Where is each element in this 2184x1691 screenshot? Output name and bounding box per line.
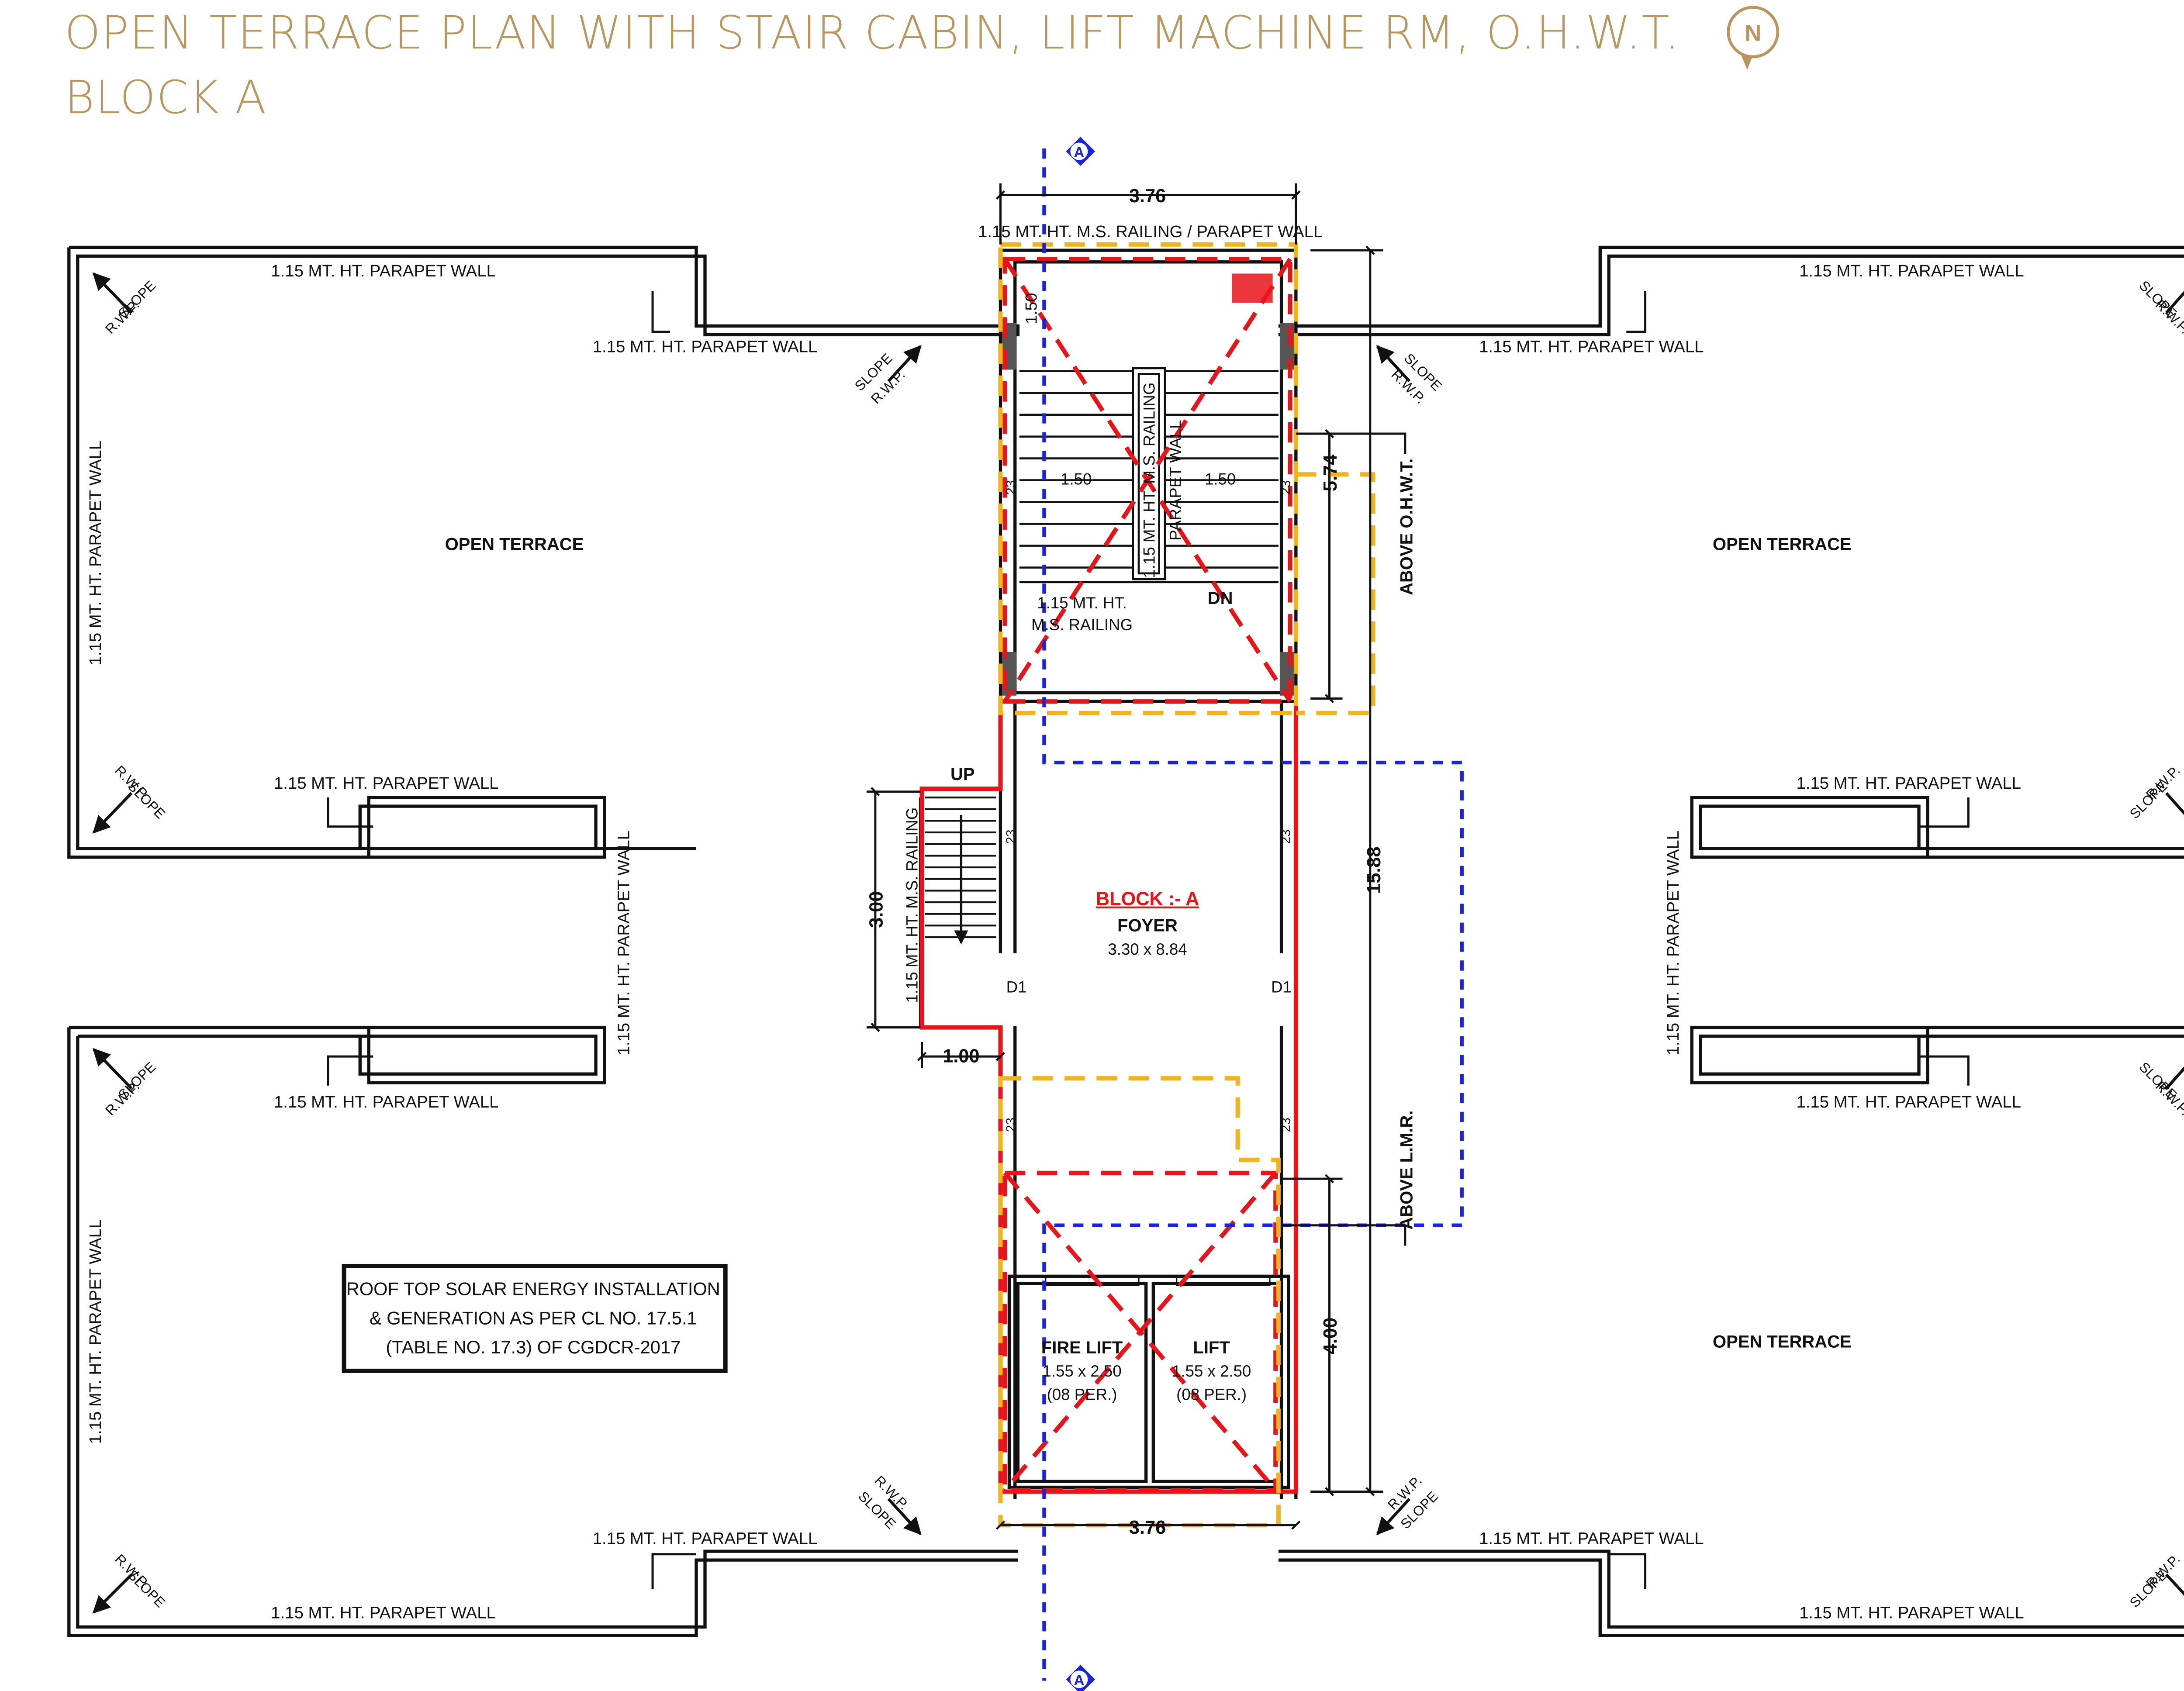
svg-text:SLOPE: SLOPE [125, 778, 169, 822]
fire-lift-capacity: (08 PER.) [1047, 1386, 1117, 1404]
lift-label: LIFT [1193, 1338, 1230, 1357]
parapet-label: 1.15 MT. HT. PARAPET WALL [86, 1219, 105, 1444]
solar-note-line2: & GENERATION AS PER CL NO. 17.5.1 [370, 1308, 697, 1328]
red-outline [919, 699, 1298, 1494]
dimension-lines [866, 183, 1406, 1530]
stair-treads [1019, 367, 1279, 583]
svg-text:R.W.P.: R.W.P. [2153, 297, 2184, 337]
open-terrace-label: OPEN TERRACE [445, 535, 584, 554]
wall-thickness: 23 [1279, 480, 1293, 495]
solar-note-line3: (TABLE NO. 17.3) OF CGDCR-2017 [386, 1337, 681, 1357]
lift-size: 1.55 x 2.50 [1172, 1362, 1251, 1380]
dim-stair-left: 1.50 [1061, 470, 1092, 488]
dim-bottom-width: 3.76 [1129, 1517, 1166, 1538]
parapet-label: 1.15 MT. HT. PARAPET WALL [1479, 337, 1704, 356]
foyer-label: FOYER [1117, 916, 1178, 935]
dim-top-width: 3.76 [1129, 186, 1166, 207]
open-terrace-label: OPEN TERRACE [1713, 535, 1852, 554]
solar-note-box [342, 1264, 728, 1373]
parapet-label: 1.15 MT. HT. PARAPET WALL [1479, 1529, 1704, 1548]
ms-railing-label: 1.15 MT. HT. [1037, 594, 1127, 612]
parapet-short-label: PARAPET WALL [1167, 420, 1185, 540]
parapet-label: 1.15 MT. HT. PARAPET WALL [615, 831, 633, 1056]
dim-stair-100: 1.00 [943, 1046, 979, 1066]
plan-title-line2: BLOCK A [65, 71, 267, 124]
above-ohwt-label: ABOVE O.H.W.T. [1397, 459, 1416, 595]
parapet-label: 1.15 MT. HT. PARAPET WALL [593, 1529, 818, 1548]
plan-title-line1: OPEN TERRACE PLAN WITH STAIR CABIN, LIFT… [65, 6, 1680, 59]
parapet-label: 1.15 MT. HT. PARAPET WALL [271, 262, 496, 280]
parapet-label: 1.15 MT. HT. PARAPET WALL [271, 1603, 496, 1622]
svg-text:SLOPE: SLOPE [125, 1567, 169, 1611]
terrace-walls [67, 245, 2184, 1638]
parapet-label: 1.15 MT. HT. PARAPET WALL [86, 441, 105, 666]
parapet-label: 1.15 MT. HT. PARAPET WALL [274, 1093, 499, 1111]
stair-down-label: DN [1208, 589, 1233, 608]
svg-text:R.W.P.: R.W.P. [2153, 1078, 2184, 1118]
svg-text:SLOPE: SLOPE [2126, 778, 2170, 822]
parapet-label: 1.15 MT. HT. PARAPET WALL [274, 774, 499, 793]
svg-text:A: A [1074, 1673, 1084, 1689]
north-letter: N [1745, 20, 1762, 46]
section-line [1042, 148, 1464, 1681]
door-label: D1 [1271, 978, 1292, 996]
fire-lift-size: 1.55 x 2.50 [1042, 1362, 1121, 1380]
foyer-size: 3.30 x 8.84 [1108, 940, 1187, 958]
wall-thickness: 23 [1279, 829, 1293, 844]
ms-railing-label: 1.15 MT. HT. M.S. RAILING [903, 808, 921, 1003]
lift-capacity: (08 PER.) [1176, 1386, 1247, 1404]
svg-text:SLOPE: SLOPE [2126, 1567, 2170, 1611]
wall-thickness: 23 [1279, 1118, 1293, 1132]
wall-thickness: 23 [1004, 1118, 1018, 1132]
section-marker-icon: A A [1066, 137, 1095, 1691]
parapet-label: 1.15 MT. HT. PARAPET WALL [1664, 831, 1683, 1056]
dim-stair-right: 1.50 [1205, 470, 1236, 488]
side-stair [919, 796, 996, 1028]
dim-overall: 15.88 [1364, 846, 1385, 894]
parapet-label: 1.15 MT. HT. PARAPET WALL [593, 337, 818, 356]
dim-stair-300: 3.00 [866, 891, 887, 928]
solar-note-line1: ROOF TOP SOLAR ENERGY INSTALLATION [346, 1279, 720, 1299]
open-terrace-label: OPEN TERRACE [1713, 1332, 1852, 1352]
svg-text:A: A [1074, 145, 1084, 161]
dim-landing: 1.50 [1023, 293, 1040, 324]
stair-up-label: UP [950, 765, 975, 784]
fire-lift-label: FIRE LIFT [1041, 1338, 1123, 1357]
above-lmr-label: ABOVE L.M.R. [1397, 1111, 1416, 1230]
dim-lmr: 4.00 [1320, 1318, 1341, 1354]
wall-thickness: 23 [1004, 480, 1018, 495]
wall-thickness: 23 [1004, 829, 1018, 844]
north-arrow-icon: N [1727, 6, 1780, 70]
railing-parapet-label: 1.15 MT. HT. M.S. RAILING / PARAPET WALL [978, 222, 1323, 241]
parapet-label: 1.15 MT. HT. PARAPET WALL [1799, 1603, 2024, 1622]
block-name-label: BLOCK :- A [1096, 889, 1199, 910]
dim-ohwt: 5.74 [1320, 455, 1341, 491]
parapet-label: 1.15 MT. HT. PARAPET WALL [1796, 774, 2021, 793]
parapet-label: 1.15 MT. HT. PARAPET WALL [1796, 1093, 2021, 1111]
parapet-label: 1.15 MT. HT. PARAPET WALL [1799, 262, 2024, 280]
ms-railing-label: 1.15 MT. HT. M.S. RAILING [1140, 383, 1158, 578]
ms-railing-label: M.S. RAILING [1031, 616, 1133, 634]
door-label: D1 [1006, 978, 1027, 996]
